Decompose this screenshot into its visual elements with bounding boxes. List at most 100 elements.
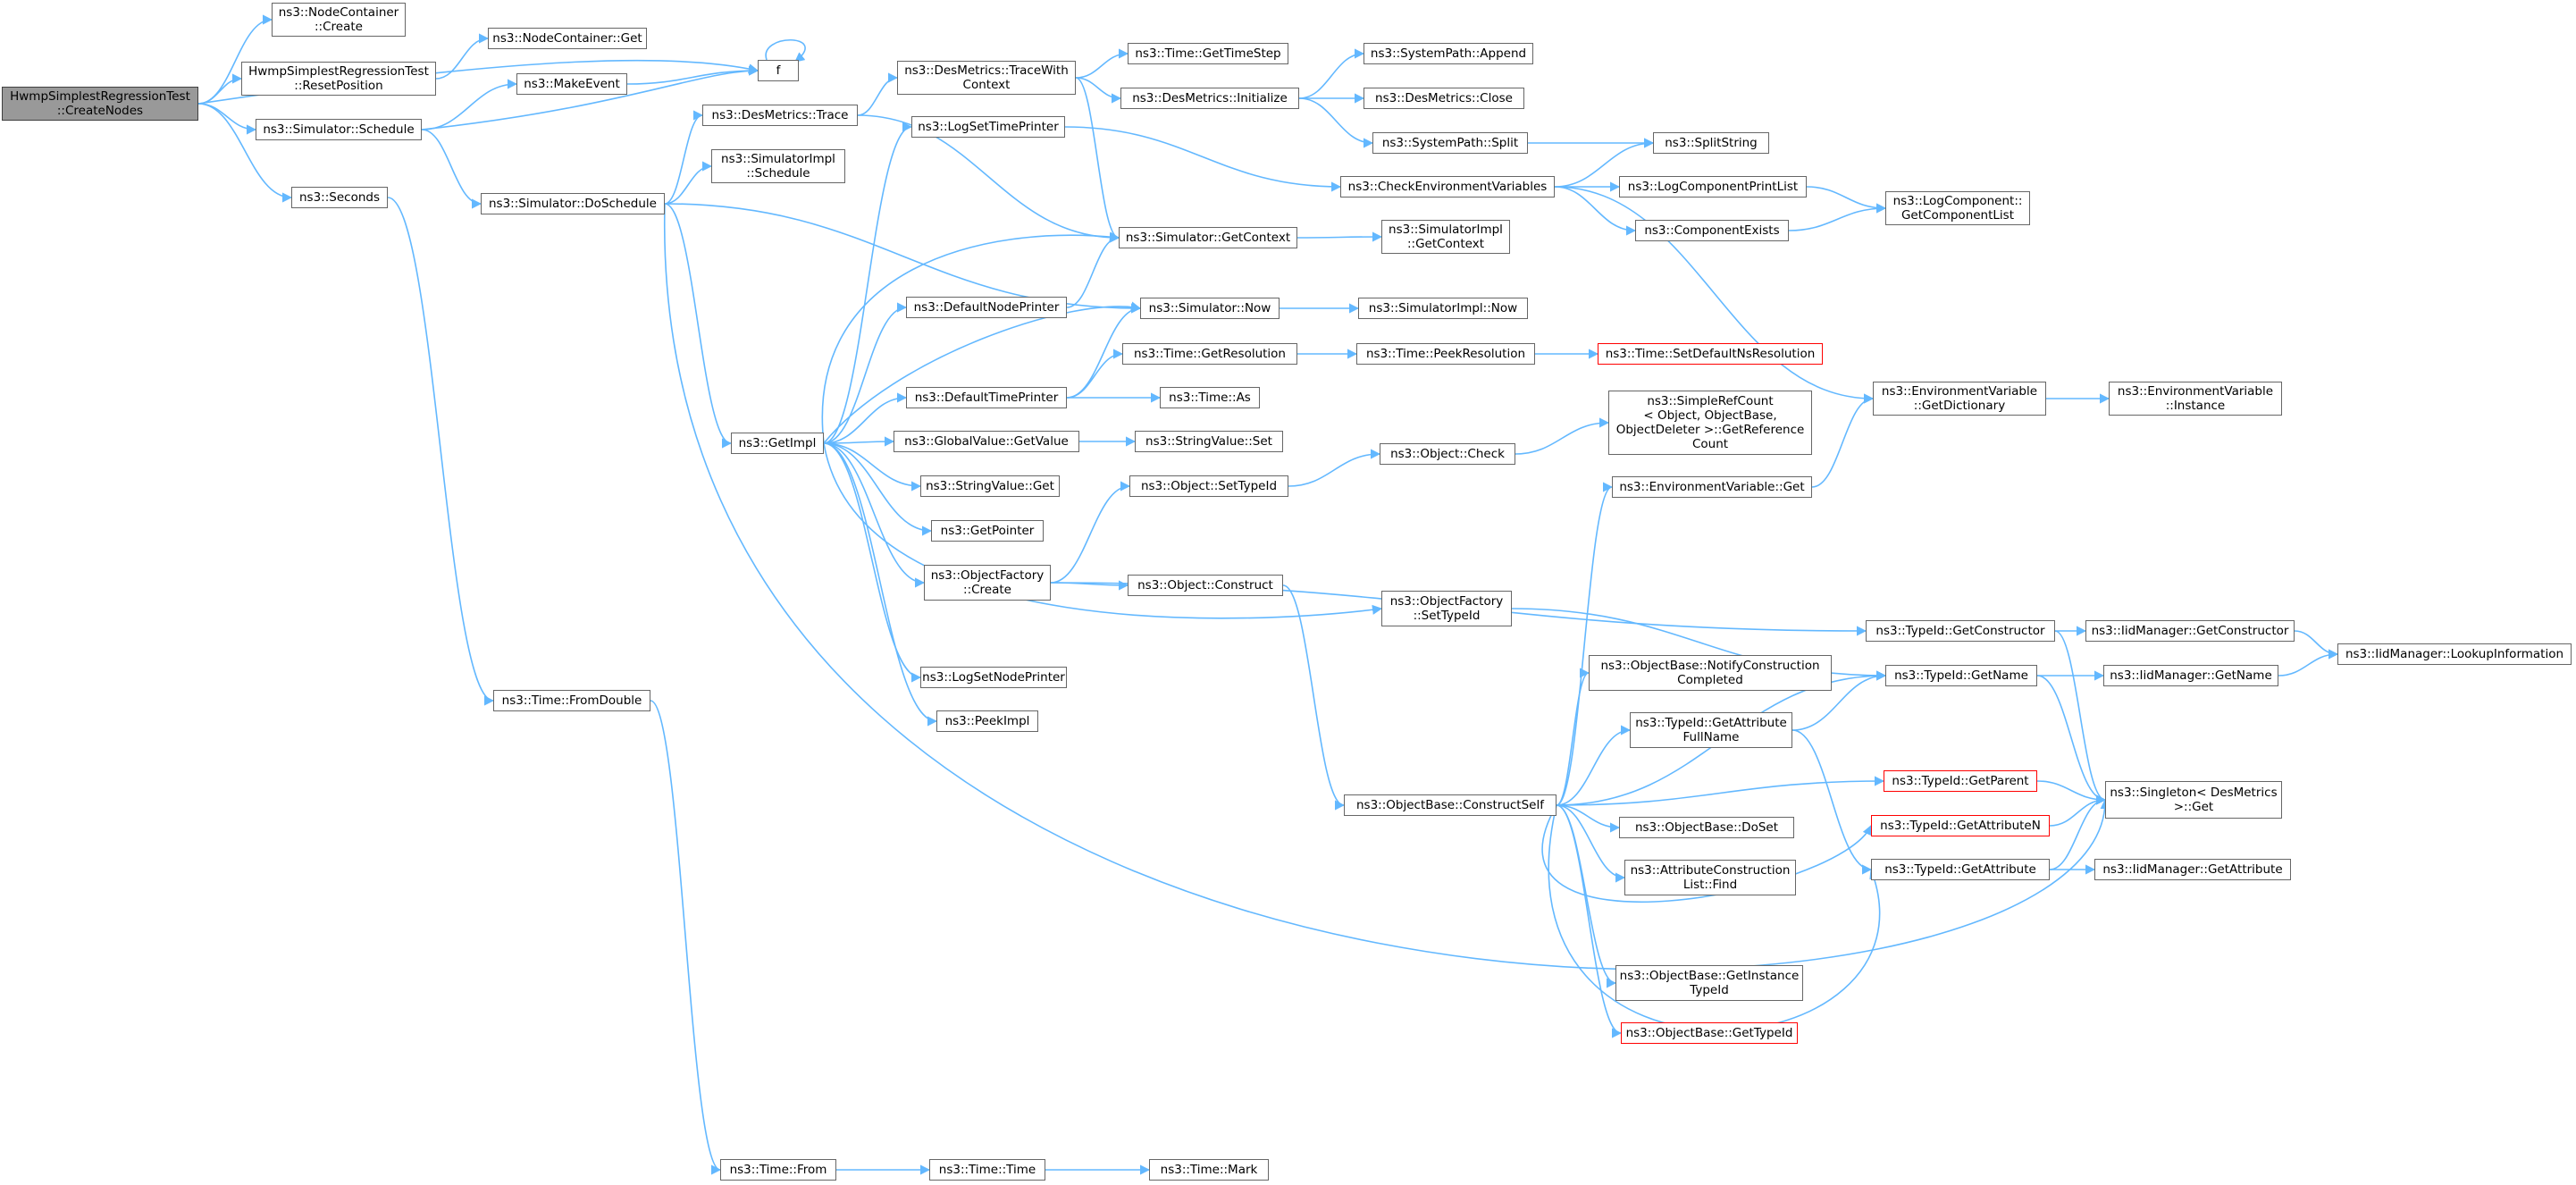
node-iidmanager-lookupinformation[interactable]: ns3::IidManager::LookupInformation	[2337, 643, 2572, 665]
node-logsettimeprinter[interactable]: ns3::LogSetTimePrinter	[911, 116, 1065, 138]
node-seconds[interactable]: ns3::Seconds	[291, 187, 388, 208]
node-systempath-append[interactable]: ns3::SystemPath::Append	[1364, 43, 1533, 64]
edge-n60-n57	[2049, 794, 2107, 827]
node-environmentvariable-getdictionary[interactable]: ns3::EnvironmentVariable ::GetDictionary	[1873, 382, 2046, 416]
edge-n3-n7	[421, 65, 759, 130]
node-singleton-desmetrics-get[interactable]: ns3::Singleton< DesMetrics >::Get	[2105, 781, 2282, 819]
edge-n53-n49	[2278, 649, 2339, 677]
edge-n10-n9	[664, 161, 713, 205]
node-simulator-now[interactable]: ns3::Simulator::Now	[1140, 298, 1280, 319]
edge-n42-n37	[1811, 393, 1875, 488]
edge-n33-n54	[823, 442, 938, 727]
node-desmetrics-trace[interactable]: ns3::DesMetrics::Trace	[702, 105, 858, 126]
node-time-from[interactable]: ns3::Time::From	[720, 1159, 836, 1181]
node-getpointer[interactable]: ns3::GetPointer	[931, 520, 1044, 542]
node-objectbase-getinstancetypeid[interactable]: ns3::ObjectBase::GetInstance TypeId	[1615, 965, 1803, 1001]
node-time-gettimestep[interactable]: ns3::Time::GetTimeStep	[1128, 43, 1288, 64]
node-hwmp-create-nodes[interactable]: HwmpSimplestRegressionTest ::CreateNodes	[2, 87, 198, 121]
edge-n22-n21	[1788, 203, 1887, 231]
edge-n19-n37	[1554, 186, 1875, 404]
node-object-check[interactable]: ns3::Object::Check	[1380, 443, 1515, 465]
node-time-time[interactable]: ns3::Time::Time	[929, 1159, 1045, 1181]
edge-n41-n36	[1515, 417, 1610, 455]
edge-n58-n51	[1556, 668, 1590, 806]
node-typeid-getattributen[interactable]: ns3::TypeId::GetAttributeN	[1871, 815, 2050, 836]
node-typeid-getconstructor[interactable]: ns3::TypeId::GetConstructor	[1866, 620, 2055, 642]
edge-n19-n17	[1554, 138, 1655, 188]
node-logsetnodeprinter[interactable]: ns3::LogSetNodePrinter	[920, 667, 1067, 688]
node-environmentvariable-get[interactable]: ns3::EnvironmentVariable::Get	[1612, 476, 1812, 498]
node-stringvalue-get[interactable]: ns3::StringValue::Get	[920, 475, 1060, 497]
edge-n33-n31	[823, 392, 908, 444]
edge-n58-n55	[1556, 725, 1632, 806]
node-desmetrics-initialize[interactable]: ns3::DesMetrics::Initialize	[1120, 88, 1299, 109]
node-simulator-doschedule[interactable]: ns3::Simulator::DoSchedule	[481, 193, 665, 214]
node-simulatorimpl-getcontext[interactable]: ns3::SimulatorImpl ::GetContext	[1381, 220, 1510, 254]
edge-n40-n41	[1288, 449, 1381, 487]
edge-n11-n13	[1075, 77, 1122, 104]
node-objectbase-doset[interactable]: ns3::ObjectBase::DoSet	[1619, 817, 1794, 838]
node-logcomponentprintlist[interactable]: ns3::LogComponentPrintList	[1619, 176, 1807, 198]
edge-n23-n24	[1296, 231, 1383, 242]
node-time-setdefaultnsresolution[interactable]: ns3::Time::SetDefaultNsResolution	[1598, 343, 1823, 365]
node-globalvalue-getvalue[interactable]: ns3::GlobalValue::GetValue	[894, 431, 1079, 452]
node-object-construct[interactable]: ns3::Object::Construct	[1128, 575, 1283, 596]
node-desmetrics-tracewithcontext[interactable]: ns3::DesMetrics::TraceWith Context	[897, 61, 1076, 95]
node-defaulttimeprinter[interactable]: ns3::DefaultTimePrinter	[906, 387, 1067, 408]
node-typeid-getattribute[interactable]: ns3::TypeId::GetAttribute	[1871, 859, 2050, 880]
node-desmetrics-close[interactable]: ns3::DesMetrics::Close	[1364, 88, 1524, 109]
node-simplerefcount-getreferencecount[interactable]: ns3::SimpleRefCount < Object, ObjectBase…	[1608, 391, 1812, 455]
node-peekimpl[interactable]: ns3::PeekImpl	[936, 710, 1038, 732]
node-environmentvariable-instance[interactable]: ns3::EnvironmentVariable ::Instance	[2109, 382, 2282, 416]
node-logcomponent-getcomponentlist[interactable]: ns3::LogComponent:: GetComponentList	[1885, 191, 2030, 225]
node-splitstring[interactable]: ns3::SplitString	[1653, 132, 1769, 154]
node-objectbase-gettypeid[interactable]: ns3::ObjectBase::GetTypeId	[1621, 1022, 1798, 1044]
node-time-peekresolution[interactable]: ns3::Time::PeekResolution	[1356, 343, 1535, 365]
node-objectbase-notifyconstructioncompleted[interactable]: ns3::ObjectBase::NotifyConstruction Comp…	[1589, 655, 1832, 691]
node-componentexists[interactable]: ns3::ComponentExists	[1635, 220, 1789, 241]
node-objectfactory-settypeid[interactable]: ns3::ObjectFactory ::SetTypeId	[1381, 591, 1512, 626]
node-iidmanager-getconstructor[interactable]: ns3::IidManager::GetConstructor	[2085, 620, 2295, 642]
edge-n8-n11	[857, 72, 899, 116]
node-nodecontainer-get[interactable]: ns3::NodeContainer::Get	[488, 28, 647, 49]
node-systempath-split[interactable]: ns3::SystemPath::Split	[1372, 132, 1528, 154]
node-simulator-getcontext[interactable]: ns3::Simulator::GetContext	[1119, 227, 1297, 248]
edge-n58-n65	[1556, 804, 1623, 1038]
node-nodecontainer-create[interactable]: ns3::NodeContainer ::Create	[272, 3, 406, 37]
node-defaultnodeprinter[interactable]: ns3::DefaultNodePrinter	[906, 297, 1067, 318]
node-typeid-getname[interactable]: ns3::TypeId::GetName	[1885, 665, 2037, 686]
node-object-settypeid[interactable]: ns3::Object::SetTypeId	[1129, 475, 1288, 497]
node-getimpl[interactable]: ns3::GetImpl	[731, 433, 824, 454]
node-typeid-getattributefullname[interactable]: ns3::TypeId::GetAttribute FullName	[1630, 712, 1792, 748]
edge-n10-n57	[664, 203, 2110, 971]
node-time-as[interactable]: ns3::Time::As	[1160, 387, 1260, 408]
node-f[interactable]: f	[758, 60, 799, 81]
node-objectbase-constructself[interactable]: ns3::ObjectBase::ConstructSelf	[1344, 794, 1557, 816]
node-hwmp-reset-position[interactable]: HwmpSimplestRegressionTest ::ResetPositi…	[241, 62, 436, 96]
node-simulatorimpl-schedule[interactable]: ns3::SimulatorImpl ::Schedule	[711, 149, 845, 183]
edge-n10-n8	[664, 110, 704, 205]
node-objectfactory-create[interactable]: ns3::ObjectFactory ::Create	[924, 565, 1051, 601]
node-make-event[interactable]: ns3::MakeEvent	[516, 73, 627, 95]
edge-n44-n40	[1050, 481, 1131, 584]
edge-n0-n3	[197, 103, 257, 135]
edge-n33-n43	[823, 442, 933, 536]
edge-n6-n7	[626, 65, 759, 85]
node-simulator-schedule[interactable]: ns3::Simulator::Schedule	[256, 119, 422, 140]
node-simulatorimpl-now[interactable]: ns3::SimulatorImpl::Now	[1358, 298, 1528, 319]
edge-n33-n46	[823, 442, 1383, 619]
node-attributeconstructionlist-find[interactable]: ns3::AttributeConstruction List::Find	[1624, 860, 1796, 895]
node-iidmanager-getattribute[interactable]: ns3::IidManager::GetAttribute	[2094, 859, 2291, 880]
node-time-fromdouble[interactable]: ns3::Time::FromDouble	[493, 690, 650, 711]
node-checkenvironmentvariables[interactable]: ns3::CheckEnvironmentVariables	[1340, 176, 1555, 198]
node-stringvalue-set[interactable]: ns3::StringValue::Set	[1135, 431, 1283, 452]
edge-n25-n23	[1066, 232, 1120, 308]
node-typeid-getparent[interactable]: ns3::TypeId::GetParent	[1884, 770, 2037, 792]
edge-n19-n22	[1554, 186, 1637, 236]
edge-n10-n33	[664, 203, 733, 449]
edge-n33-n25	[823, 302, 908, 444]
node-time-getresolution[interactable]: ns3::Time::GetResolution	[1122, 343, 1297, 365]
node-iidmanager-getname[interactable]: ns3::IidManager::GetName	[2103, 665, 2278, 686]
node-time-mark[interactable]: ns3::Time::Mark	[1149, 1159, 1269, 1181]
edge-n31-n28	[1066, 349, 1124, 399]
